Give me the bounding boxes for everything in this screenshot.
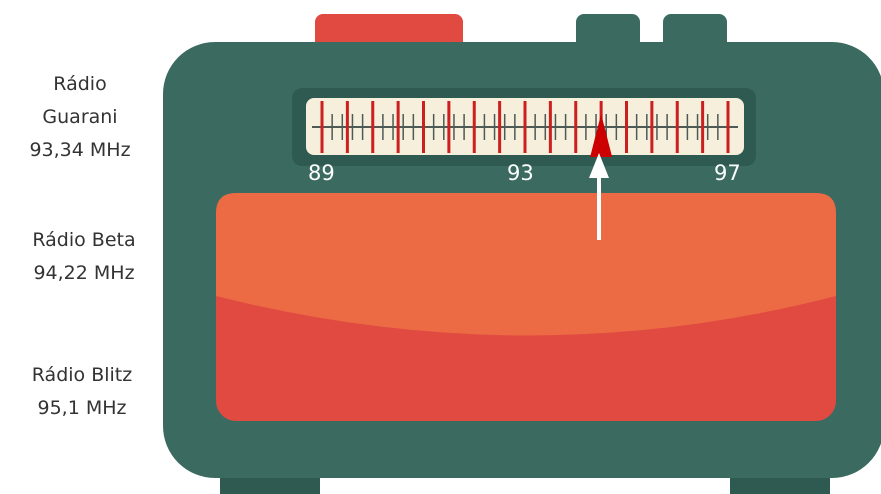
dial-label-93: 93 — [507, 161, 534, 185]
speaker-highlight — [216, 193, 836, 336]
dial-label-89: 89 — [308, 161, 335, 185]
dial-label-97: 97 — [714, 161, 741, 185]
